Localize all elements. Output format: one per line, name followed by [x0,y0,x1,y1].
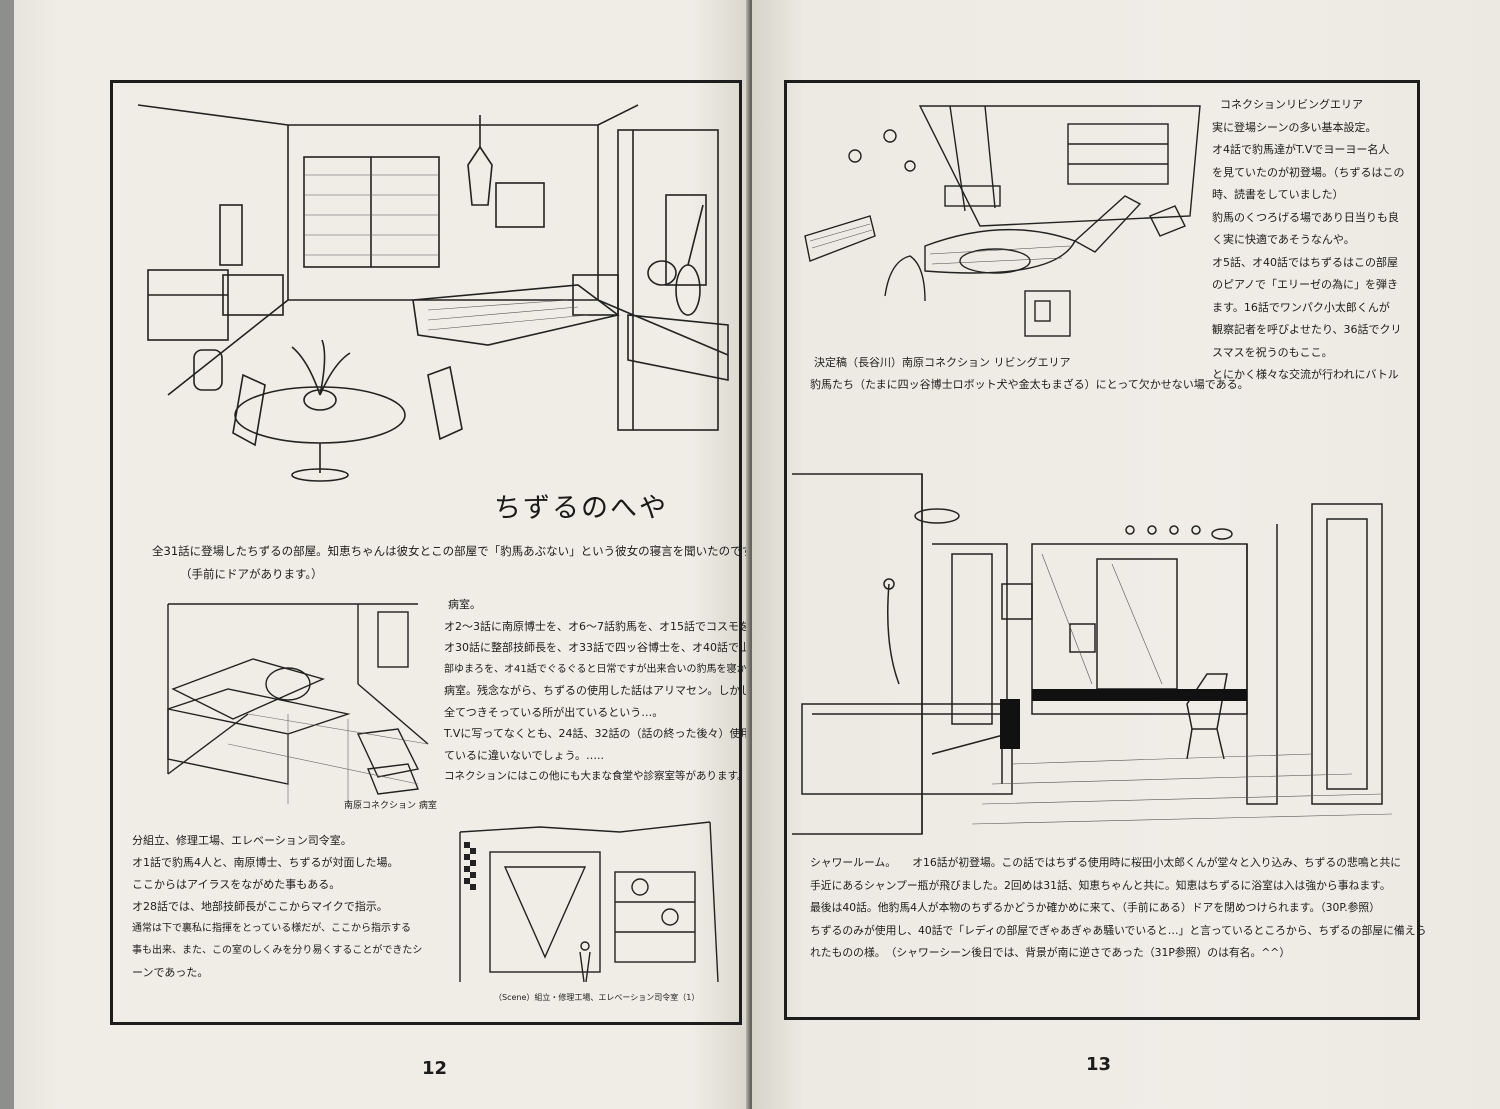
shower-room-line: ちずるのみが使用し、40話で「レディの部屋でぎゃあぎゃあ騒いでいると…」と言って… [810,923,1427,937]
living-area-illustration [800,96,1205,351]
workshop-line: オ1話で豹馬4人と、南原博士、ちずるが対面した場。 [132,856,399,869]
right-page-frame [784,80,1420,1020]
right-page: 決定稿（長谷川）南原コネクション リビングエリア コネクションリビングエリア 実… [752,0,1500,1109]
sick-room-text: 病室。 オ2～3話に南原博士を、オ6～7話豹馬を、オ15話でコスモを、 オ30話… [444,594,767,788]
left-page: ちずるのへや 全31話に登場したちずるの部屋。知恵ちゃんは彼女とこの部屋で「豹馬… [14,0,767,1109]
sick-room-line: 部ゆまろを、オ41話でぐるぐると日常ですが出来合いの豹馬を寝かせた [444,663,767,675]
living-area-line: 時、読書をしていました） [1212,188,1344,201]
workshop-line: 通常は下で裏私に指揮をとっている様だが、ここから指示する [132,923,411,934]
sick-room-illustration [128,594,433,812]
sick-room-line: 全てつきそっている所が出ているという…。 [444,705,664,719]
workshop-line: 分組立、修理工場、エレベーション司令室。 [132,834,352,847]
workshop-line: ここからはアイラスをながめた事もある。 [132,878,341,891]
living-area-line: スマスを祝うのもここ。 [1212,345,1333,359]
living-area-line: 観察記者を呼びよせたり、36話でクリ [1212,323,1402,336]
bedroom-illustration [128,95,730,490]
sick-room-line: T.Vに写ってなくとも、24話、32話の（話の終った後々）使用し [444,727,763,740]
workshop-caption: （Scene）組立・修理工場、エレベーション司令室（1） [494,993,700,1002]
workshop-line: オ28話では、地部技師長がここからマイクで指示。 [132,900,388,913]
shower-room-line: 手近にあるシャンプー瓶が飛びました。2回めは31話、知恵ちゃんと共に。知恵はちず… [810,878,1391,892]
book-gutter [746,0,756,1109]
sick-room-line: コネクションにはこの他にも大まな食堂や診察室等があります。 [444,770,748,782]
living-area-line: を見ていたのが初登場。（ちずるはこの [1212,165,1405,179]
page-number-right: 13 [1086,1054,1112,1075]
room-intro-line: （手前にドアがあります。） [180,567,323,581]
shower-room-line: シャワールーム。 オ16話が初登場。この話ではちずる使用時に桜田小太郎くんが堂々… [810,856,1402,869]
sick-room-line: オ30話に整部技師長を、オ33話で四ッ谷博士を、オ40話で山 [444,641,750,654]
workshop-line: 事も出来、また、この室のしくみを分り易くすることができたシ [132,945,423,956]
living-area-caption: 決定稿（長谷川）南原コネクション リビングエリア [814,356,1071,369]
living-area-line: オ4話で豹馬達がT.Vでヨーヨー名人 [1212,143,1390,156]
living-area-line: 豹馬のくつろげる場であり日当りも良 [1212,210,1399,224]
living-area-line: のピアノで「エリーゼの為に」を弾き [1212,278,1399,291]
room-intro-line: 全31話に登場したちずるの部屋。知恵ちゃんは彼女とこの部屋で「豹馬あぶない」とい… [152,544,764,558]
sick-room-line: オ2～3話に南原博士を、オ6～7話豹馬を、オ15話でコスモを、 [444,619,761,633]
sick-room-line: ているに違いないでしょう。….. [444,748,605,762]
room-intro-text: 全31話に登場したちずるの部屋。知恵ちゃんは彼女とこの部屋で「豹馬あぶない」とい… [152,540,763,586]
sick-room-heading: 病室。 [448,598,481,611]
living-area-line: ます。16話でワンパク小太郎くんが [1212,300,1390,314]
sick-room-line: 病室。残念ながら、ちずるの使用した話はアリマセン。しかし [444,684,752,697]
living-area-text: コネクションリビングエリア 実に登場シーンの多い基本設定。 オ4話で豹馬達がT.… [1212,94,1405,387]
shower-room-illustration [792,464,1396,846]
workshop-illustration [450,812,728,1002]
living-area-line: とにかく様々な交流が行われにバトル [1212,368,1399,381]
shower-room-line: れたものの様。 （シャワーシーン後日では、背景が南に逆さであった（31P参照）の… [810,946,1291,959]
living-area-line: 実に登場シーンの多い基本設定。 [1212,120,1377,134]
living-area-line: く実に快適であそうなんや。 [1212,233,1355,246]
living-area-heading: コネクションリビングエリア [1220,98,1363,111]
living-area-line: オ5話、オ40話ではちずるはこの部屋 [1212,255,1398,269]
left-page-frame [110,80,742,1025]
workshop-text: 分組立、修理工場、エレベーション司令室。 オ1話で豹馬4人と、南原博士、ちずるが… [132,830,422,984]
room-title: ちずるのへや [494,493,668,524]
workshop-line: ーンであった。 [132,966,209,979]
page-number-left: 12 [422,1058,448,1079]
shower-room-text: シャワールーム。 オ16話が初登場。この話ではちずる使用時に桜田小太郎くんが堂々… [810,852,1426,965]
shower-room-line: 最後は40話。他豹馬4人が本物のちずるかどうか確かめに来て、（手前にある）ドアを… [810,901,1381,914]
sick-room-caption: 南原コネクション 病室 [344,801,437,811]
living-area-continuation: 豹馬たち（たまに四ッ谷博士ロボット犬や金太もまざる）にとって欠かせない場である。 [810,378,1249,391]
